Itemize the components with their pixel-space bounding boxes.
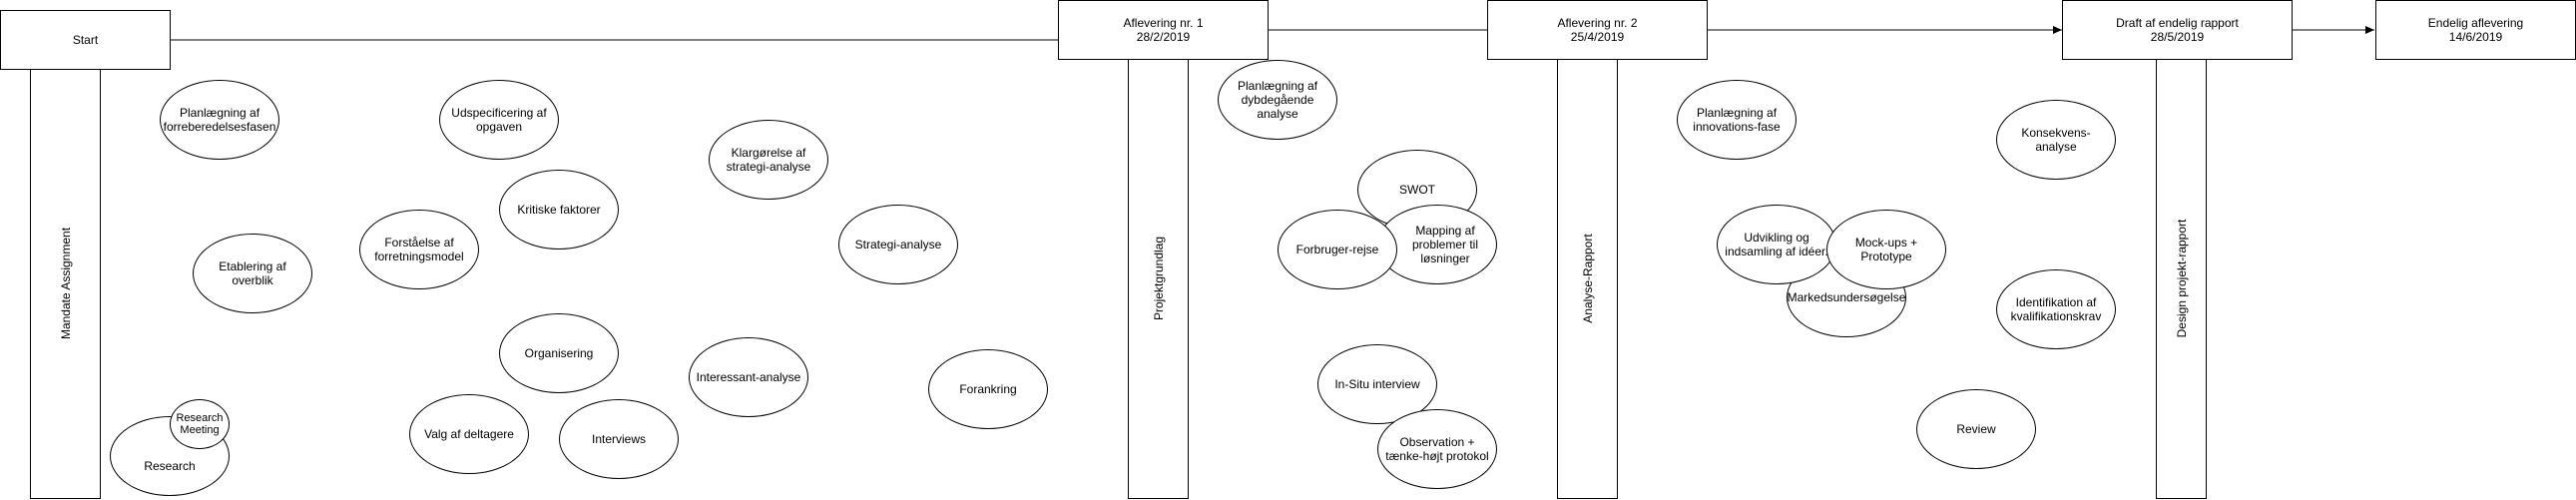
phase-label-mandate: Mandate Assignment bbox=[58, 227, 73, 340]
activity-udspecificering[interactable]: Udspecificering af opgaven bbox=[439, 80, 559, 160]
activity-mockups[interactable]: Mock-ups + Prototype bbox=[1826, 210, 1946, 289]
activity-strategi-analyse[interactable]: Strategi-analyse bbox=[838, 205, 958, 284]
milestone-final-date: 14/6/2019 bbox=[2448, 30, 2503, 44]
milestone-aflevering-1[interactable]: Aflevering nr. 1 28/2/2019 bbox=[1058, 0, 1269, 60]
phase-bar-design: Design projekt-rapport bbox=[2156, 58, 2207, 499]
phase-bar-analyse: Analyse-Rapport bbox=[1557, 58, 1618, 499]
milestone-aflevering-1-date: 28/2/2019 bbox=[1136, 30, 1191, 44]
milestone-aflevering-2-date: 25/4/2019 bbox=[1570, 30, 1625, 44]
activity-forstaaelse[interactable]: Forståelse af forretningsmodel bbox=[359, 210, 479, 289]
milestone-aflevering-2[interactable]: Aflevering nr. 2 25/4/2019 bbox=[1487, 0, 1708, 60]
phase-label-analyse: Analyse-Rapport bbox=[1580, 234, 1595, 323]
milestone-draft-title: Draft af endelig rapport bbox=[2116, 16, 2239, 30]
activity-etablering[interactable]: Etablering af overblik bbox=[193, 234, 312, 313]
milestone-start-label: Start bbox=[72, 33, 99, 47]
milestone-final-title: Endelig aflevering bbox=[2427, 16, 2524, 30]
activity-forbruger-rejse[interactable]: Forbruger-rejse bbox=[1278, 210, 1397, 289]
activity-observation[interactable]: Observation + tænke-højt protokol bbox=[1377, 409, 1497, 489]
activity-interessant[interactable]: Interessant-analyse bbox=[689, 337, 808, 417]
milestone-draft-date: 28/5/2019 bbox=[2150, 30, 2205, 44]
phase-bar-projektgrundlag: Projektgrundlag bbox=[1128, 58, 1189, 499]
activity-forankring[interactable]: Forankring bbox=[928, 349, 1048, 429]
activity-klargoerelse[interactable]: Klargørelse af strategi-analyse bbox=[709, 120, 828, 200]
activity-planlaegning-innov[interactable]: Planlægning af innovations-fase bbox=[1677, 80, 1797, 160]
activity-konsekvens[interactable]: Konsekvens-analyse bbox=[1996, 100, 2116, 180]
phase-bar-mandate: Mandate Assignment bbox=[30, 68, 101, 499]
milestone-aflevering-2-title: Aflevering nr. 2 bbox=[1557, 16, 1638, 30]
phase-label-projektgrundlag: Projektgrundlag bbox=[1151, 236, 1166, 321]
activity-kritiske-faktorer[interactable]: Kritiske faktorer bbox=[499, 170, 619, 250]
activity-identifikation[interactable]: Identifikation af kvalifikationskrav bbox=[1996, 269, 2116, 349]
milestone-final[interactable]: Endelig aflevering 14/6/2019 bbox=[2375, 0, 2576, 60]
activity-mapping[interactable]: Mapping af problemer til løsninger bbox=[1377, 205, 1497, 284]
phase-label-design: Design projekt-rapport bbox=[2174, 219, 2189, 338]
activity-review[interactable]: Review bbox=[1916, 389, 2036, 469]
activity-planlaegning-forr[interactable]: Planlægning af forreberedelsesfasen bbox=[160, 80, 279, 160]
activity-interviews[interactable]: Interviews bbox=[559, 399, 679, 479]
activity-research-meeting[interactable]: Research Meeting bbox=[170, 399, 230, 449]
activity-udvikling[interactable]: Udvikling og indsamling af idéer. bbox=[1717, 205, 1836, 284]
milestone-start[interactable]: Start bbox=[0, 10, 171, 70]
milestone-aflevering-1-title: Aflevering nr. 1 bbox=[1123, 16, 1204, 30]
milestone-draft[interactable]: Draft af endelig rapport 28/5/2019 bbox=[2062, 0, 2293, 60]
activity-valg-af-deltagere[interactable]: Valg af deltagere bbox=[409, 394, 529, 474]
activity-organisering[interactable]: Organisering bbox=[499, 313, 619, 393]
activity-planlaegning-dyb[interactable]: Planlægning af dybdegående analyse bbox=[1218, 60, 1337, 140]
